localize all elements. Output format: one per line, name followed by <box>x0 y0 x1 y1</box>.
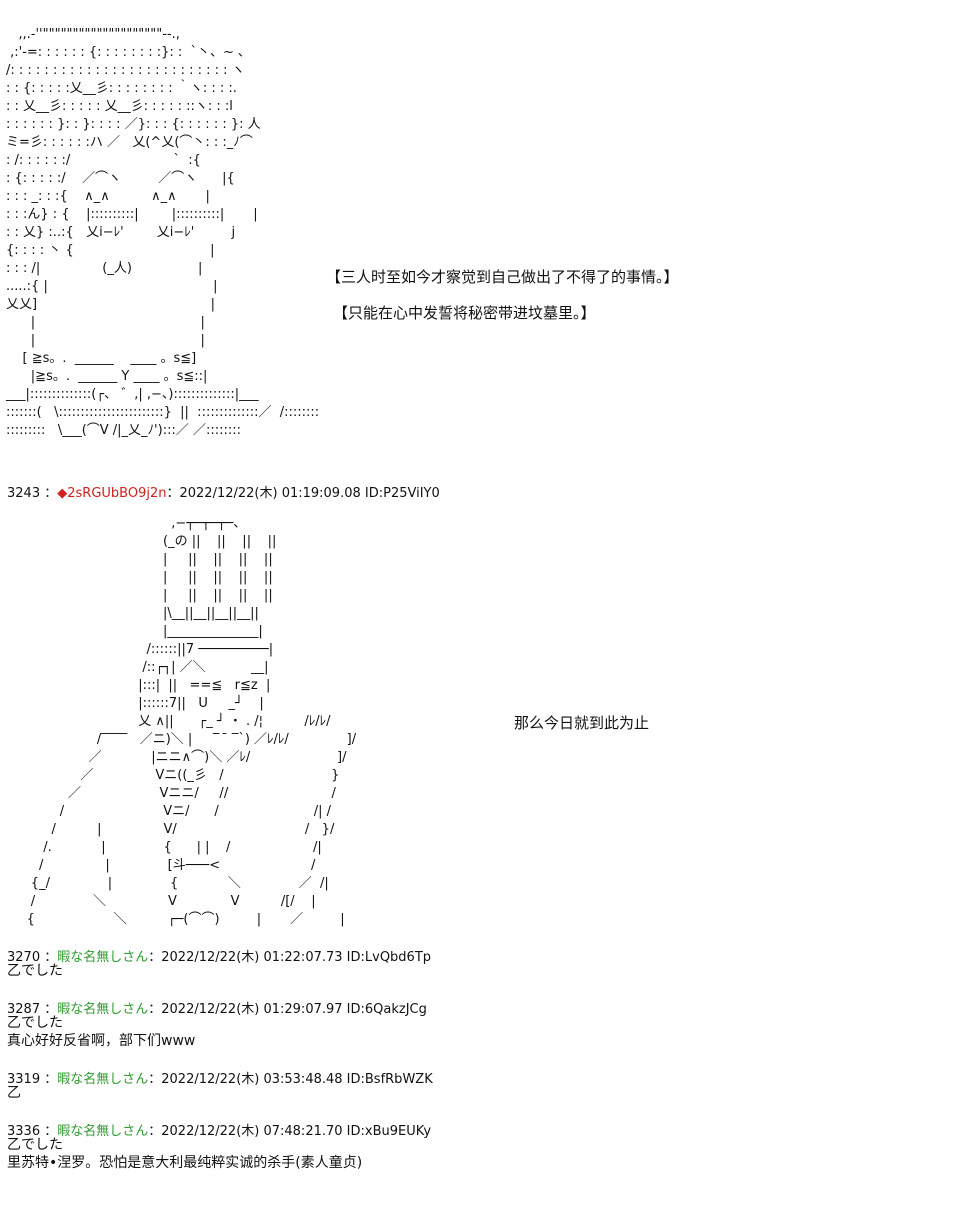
post-separator: ： <box>44 1124 58 1139</box>
post-separator: ： <box>44 486 58 501</box>
post-body-3336: 乙でした 里苏特•涅罗。恐怕是意大利最纯粹实诚的杀手(素人童贞) <box>7 1136 362 1172</box>
post-header-3243: 3243 ：◆2sRGUbBO9j2n：2022/12/22(木) 01:19:… <box>7 482 440 501</box>
post-number: 3287 <box>7 1002 41 1017</box>
post-separator: ： <box>44 1002 58 1017</box>
post-meta: ：2022/12/22(木) 01:22:07.73 ID:LvQbd6Tp <box>148 950 432 965</box>
post-meta: ：2022/12/22(木) 01:29:07.97 ID:6QakzJCg <box>148 1002 427 1017</box>
post-line: 乙でした <box>7 1137 63 1153</box>
post-line: 乙でした <box>7 1015 63 1031</box>
post-number: 3243 <box>7 486 41 501</box>
post-number: 3319 <box>7 1072 41 1087</box>
post-number: 3336 <box>7 1124 41 1139</box>
poster-name[interactable]: 暇な名無しさん <box>57 1072 149 1087</box>
post-line: 乙 <box>7 1085 21 1101</box>
caption-top-1: 【三人时至如今才察觉到自己做出了不得了的事情。】 <box>326 268 679 286</box>
post-separator: ： <box>44 1072 58 1087</box>
post-meta: ：2022/12/22(木) 07:48:21.70 ID:xBu9EUKy <box>148 1124 432 1139</box>
post-body-3319: 乙 <box>7 1084 21 1102</box>
ascii-art-middle: ,−┬─┬─┬─、 (_の || || || || | || || || || … <box>26 516 357 927</box>
post-header-3287: 3287 ：暇な名無しさん：2022/12/22(木) 01:29:07.97 … <box>7 998 427 1017</box>
post-separator: ： <box>44 950 58 965</box>
caption-top-2: 【只能在心中发誓将秘密带进坟墓里。】 <box>333 304 596 322</box>
post-body-3287: 乙でした 真心好好反省啊，部下们www <box>7 1014 195 1050</box>
post-header-3319: 3319 ：暇な名無しさん：2022/12/22(木) 03:53:48.48 … <box>7 1068 433 1087</box>
post-header-3270: 3270 ：暇な名無しさん：2022/12/22(木) 01:22:07.73 … <box>7 946 431 965</box>
post-body-3270: 乙でした <box>7 962 63 980</box>
post-meta: ：2022/12/22(木) 01:19:09.08 ID:P25ViIY0 <box>166 486 440 501</box>
poster-name[interactable]: 暇な名無しさん <box>57 1002 149 1017</box>
poster-name[interactable]: 暇な名無しさん <box>57 950 149 965</box>
poster-trip[interactable]: 2sRGUbBO9j2n <box>67 486 167 501</box>
post-line: 里苏特•涅罗。恐怕是意大利最纯粹实诚的杀手(素人童贞) <box>7 1155 363 1171</box>
poster-name[interactable]: 暇な名無しさん <box>57 1124 149 1139</box>
post-meta: ：2022/12/22(木) 03:53:48.48 ID:BsfRbWZK <box>148 1072 433 1087</box>
trip-diamond-icon: ◆ <box>57 486 68 501</box>
post-line: 真心好好反省啊，部下们www <box>7 1033 196 1049</box>
caption-middle: 那么今日就到此为止 <box>514 714 650 732</box>
ascii-art-top: ‚,.‐''""""""""""""""""""""‐-., ,:'‐=: : … <box>6 27 320 438</box>
post-header-3336: 3336 ：暇な名無しさん：2022/12/22(木) 07:48:21.70 … <box>7 1120 431 1139</box>
post-number: 3270 <box>7 950 41 965</box>
post-line: 乙でした <box>7 963 63 979</box>
